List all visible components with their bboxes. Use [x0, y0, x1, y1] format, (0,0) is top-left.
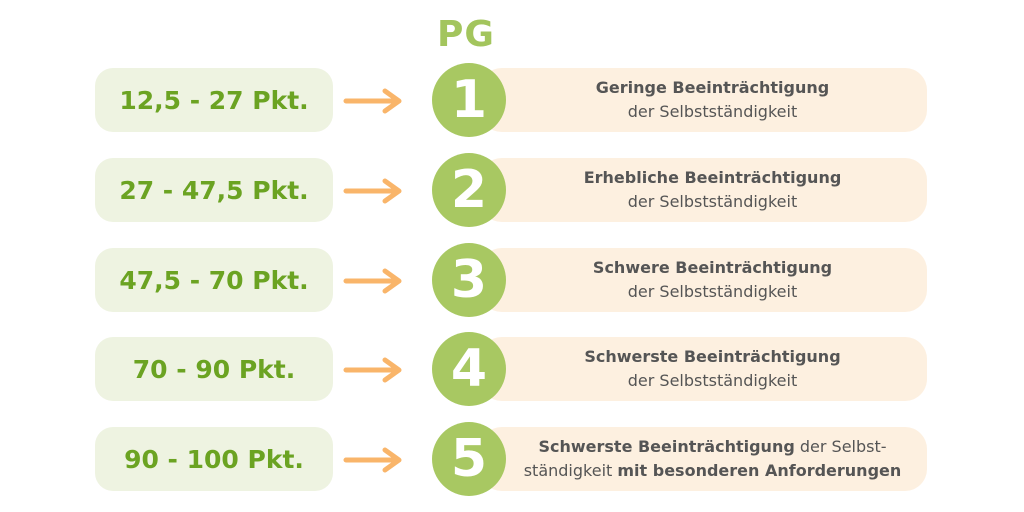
- care-grade-badge: 5: [432, 422, 506, 496]
- grade-number: 2: [450, 160, 488, 220]
- points-label: 12,5 - 27 Pkt.: [119, 85, 309, 115]
- description-title: Schwerste Beeinträchtigung: [538, 437, 795, 456]
- description-subtitle: der Selbstständigkeit: [627, 192, 798, 211]
- points-range: 27 - 47,5 Pkt.: [95, 158, 333, 222]
- description-subtitle: der Selbstständigkeit: [627, 371, 798, 390]
- points-label: 90 - 100 Pkt.: [124, 444, 304, 474]
- arrow-right-icon: [343, 178, 402, 204]
- description-box: Erhebliche Beeinträchtigung der Selbststä…: [480, 158, 927, 222]
- grade-number: 5: [450, 429, 488, 489]
- points-label: 70 - 90 Pkt.: [132, 354, 296, 384]
- points-label: 27 - 47,5 Pkt.: [119, 175, 309, 205]
- description-box: Schwere Beeinträchtigung der Selbstständi…: [480, 248, 927, 312]
- arrow-right-icon: [343, 268, 402, 294]
- pg-header: PG: [437, 14, 495, 55]
- description-text: ständigkeit: [523, 461, 618, 480]
- level-row-2: 27 - 47,5 Pkt. Erhebliche Beeinträchtigu…: [0, 153, 1024, 227]
- description-text: der Selbst-: [794, 437, 887, 456]
- points-range: 70 - 90 Pkt.: [95, 337, 333, 401]
- description-box: Schwerste Beeinträchtigung der Selbst-st…: [480, 427, 927, 491]
- care-grade-badge: 1: [432, 63, 506, 137]
- description-bold: mit besonderen Anforderungen: [617, 461, 902, 480]
- level-row-1: 12,5 - 27 Pkt. Geringe Beeinträchtigung d…: [0, 63, 1024, 137]
- arrow-right-icon: [343, 88, 402, 114]
- description-subtitle: der Selbstständigkeit: [627, 282, 798, 301]
- description-subtitle: der Selbstständigkeit: [627, 102, 798, 121]
- care-grade-badge: 3: [432, 243, 506, 317]
- description-title: Schwerste Beeinträchtigung: [584, 347, 841, 366]
- care-grade-badge: 4: [432, 332, 506, 406]
- points-label: 47,5 - 70 Pkt.: [119, 265, 309, 295]
- level-row-4: 70 - 90 Pkt. Schwerste Beeinträchtigung d…: [0, 332, 1024, 406]
- level-row-5: 90 - 100 Pkt. Schwerste Beeinträchtigung…: [0, 422, 1024, 496]
- level-row-3: 47,5 - 70 Pkt. Schwere Beeinträchtigung d…: [0, 243, 1024, 317]
- grade-number: 1: [450, 70, 488, 130]
- description-title: Schwere Beeinträchtigung: [592, 258, 833, 277]
- arrow-right-icon: [343, 357, 402, 383]
- grade-number: 4: [450, 339, 488, 399]
- care-grade-badge: 2: [432, 153, 506, 227]
- description-box: Schwerste Beeinträchtigung der Selbststän…: [480, 337, 927, 401]
- description-box: Geringe Beeinträchtigung der Selbstständi…: [480, 68, 927, 132]
- arrow-right-icon: [343, 447, 402, 473]
- grade-number: 3: [450, 250, 488, 310]
- points-range: 90 - 100 Pkt.: [95, 427, 333, 491]
- description-title: Erhebliche Beeinträchtigung: [583, 168, 842, 187]
- description-title: Geringe Beeinträchtigung: [595, 78, 830, 97]
- points-range: 47,5 - 70 Pkt.: [95, 248, 333, 312]
- points-range: 12,5 - 27 Pkt.: [95, 68, 333, 132]
